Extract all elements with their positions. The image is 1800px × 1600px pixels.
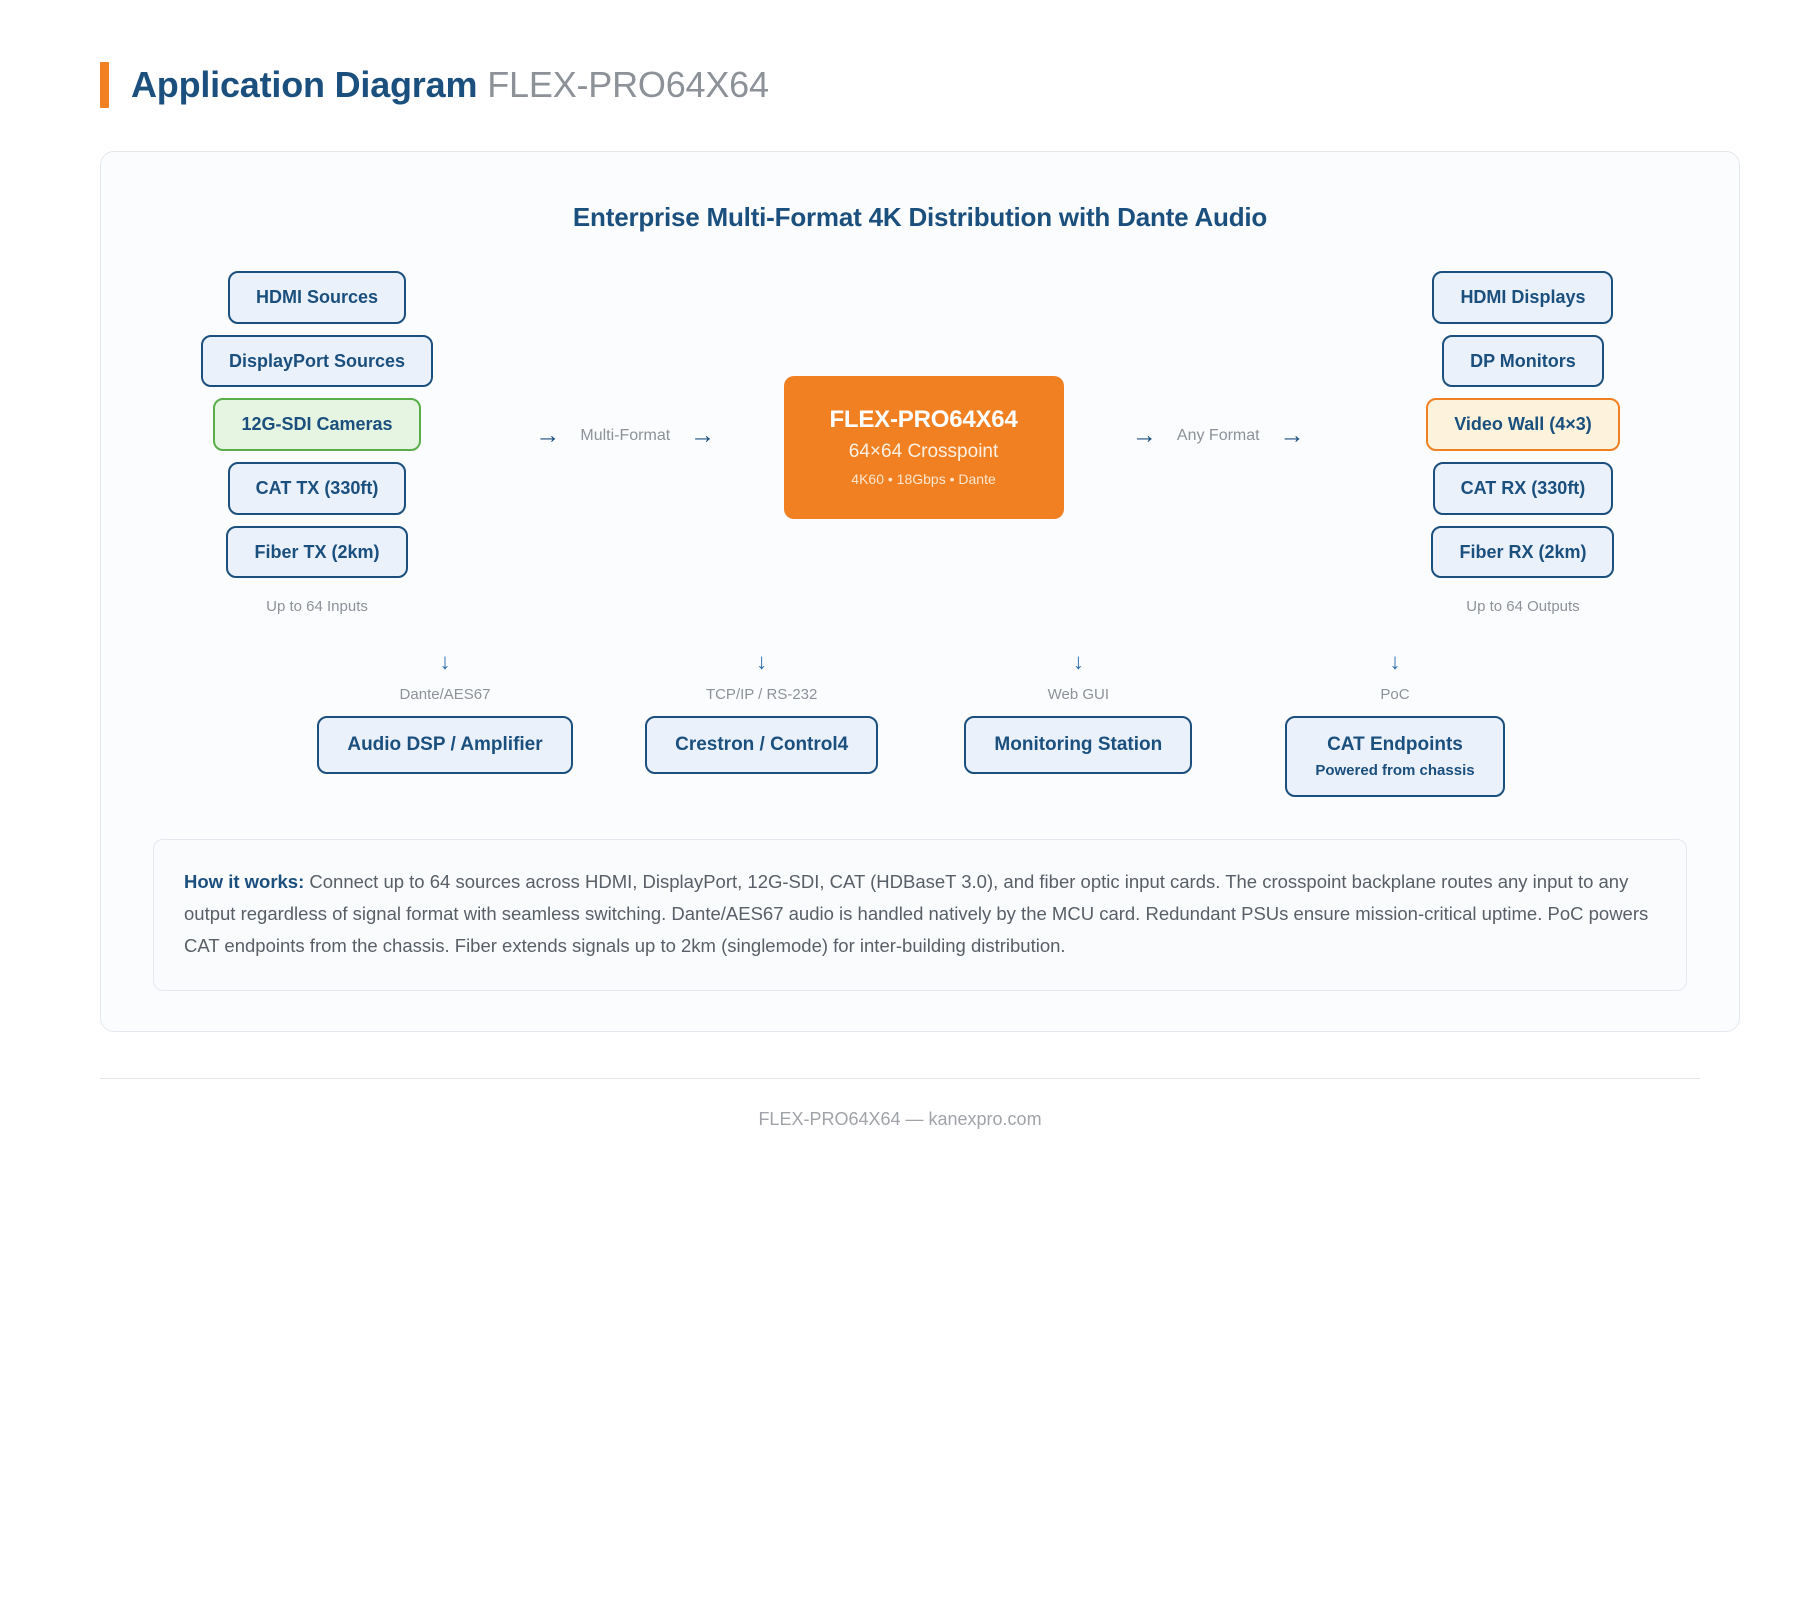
arrow-right-icon: → — [1279, 421, 1305, 449]
peripheral-protocol-label: PoC — [1380, 686, 1410, 704]
peripherals-row: ↓ Dante/AES67 Audio DSP / Amplifier ↓ TC… — [145, 649, 1695, 798]
destination-node-video-wall[interactable]: Video Wall (4×3) — [1426, 398, 1620, 452]
destination-node-cat-rx[interactable]: CAT RX (330ft) — [1432, 462, 1614, 515]
footer-text: FLEX-PRO64X64 — kanexpro.com — [758, 1108, 1042, 1129]
source-node-displayport[interactable]: DisplayPort Sources — [200, 334, 434, 388]
destination-node-hdmi-displays[interactable]: HDMI Displays — [1432, 271, 1614, 324]
accent-bar-icon — [100, 62, 109, 108]
left-connector-label: Multi-Format — [580, 426, 671, 444]
peripheral-box[interactable]: Monitoring Station — [964, 716, 1193, 775]
page-title-main: Application Diagram — [131, 64, 478, 105]
sources-caption: Up to 64 Inputs — [266, 598, 368, 616]
destination-node-dp-monitors[interactable]: DP Monitors — [1442, 334, 1604, 388]
source-node-cat-tx[interactable]: CAT TX (330ft) — [227, 462, 407, 515]
source-node-12g-sdi[interactable]: 12G-SDI Cameras — [213, 398, 421, 452]
right-connector-label: Any Format — [1176, 426, 1260, 444]
arrow-right-icon: → — [690, 421, 716, 449]
hub-subtitle: 64×64 Crosspoint — [848, 441, 999, 462]
peripheral-sublabel: Powered from chassis — [1315, 762, 1475, 780]
peripheral-box[interactable]: Audio DSP / Amplifier — [317, 716, 573, 775]
hub-node-crosspoint[interactable]: FLEX-PRO64X64 64×64 Crosspoint 4K60 • 18… — [783, 376, 1064, 519]
footer-divider — [100, 1077, 1700, 1079]
peripheral-label: CAT Endpoints — [1327, 734, 1463, 756]
peripheral-box[interactable]: CAT Endpoints Powered from chassis — [1285, 716, 1505, 798]
how-it-works-body: Connect up to 64 sources across HDMI, Di… — [184, 871, 1649, 957]
sources-column: HDMI Sources DisplayPort Sources 12G-SDI… — [167, 271, 467, 615]
diagram-card: Enterprise Multi-Format 4K Distribution … — [100, 151, 1740, 1032]
arrow-down-icon: ↓ — [1072, 649, 1084, 675]
arrow-right-icon: → — [1131, 421, 1157, 449]
peripheral-protocol-label: Web GUI — [1047, 686, 1110, 704]
peripheral-monitoring-station: ↓ Web GUI Monitoring Station — [928, 651, 1228, 797]
peripheral-audio-dsp: ↓ Dante/AES67 Audio DSP / Amplifier — [295, 651, 595, 797]
how-it-works-panel: How it works: Connect up to 64 sources a… — [153, 839, 1687, 991]
destination-node-fiber-rx[interactable]: Fiber RX (2km) — [1431, 525, 1615, 579]
left-connector: → Multi-Format → — [535, 423, 715, 448]
arrow-down-icon: ↓ — [439, 649, 451, 675]
peripheral-label: Monitoring Station — [994, 734, 1163, 756]
peripheral-cat-endpoints: ↓ PoC CAT Endpoints Powered from chassis — [1245, 649, 1545, 798]
hub-title: FLEX-PRO64X64 — [829, 406, 1018, 433]
how-it-works-heading: How it works: — [184, 871, 305, 893]
source-node-hdmi[interactable]: HDMI Sources — [227, 271, 407, 324]
hub-spec: 4K60 • 18Gbps • Dante — [851, 471, 996, 487]
page-title-model: FLEX-PRO64X64 — [487, 64, 769, 105]
arrow-down-icon: ↓ — [1389, 649, 1401, 675]
peripheral-label: Audio DSP / Amplifier — [347, 734, 543, 756]
diagram-title: Enterprise Multi-Format 4K Distribution … — [572, 202, 1268, 232]
destinations-caption: Up to 64 Outputs — [1466, 598, 1580, 616]
arrow-right-icon: → — [535, 421, 561, 449]
peripheral-label: Crestron / Control4 — [675, 734, 849, 756]
peripheral-protocol-label: TCP/IP / RS-232 — [705, 686, 818, 704]
signal-flow-row: HDMI Sources DisplayPort Sources 12G-SDI… — [145, 271, 1695, 615]
peripheral-protocol-label: Dante/AES67 — [399, 686, 491, 704]
destinations-column: HDMI Displays DP Monitors Video Wall (4×… — [1373, 271, 1673, 615]
right-connector: → Any Format → — [1132, 423, 1305, 448]
arrow-down-icon: ↓ — [756, 649, 768, 675]
peripheral-control-system: ↓ TCP/IP / RS-232 Crestron / Control4 — [612, 651, 912, 797]
peripheral-box[interactable]: Crestron / Control4 — [645, 716, 879, 775]
source-node-fiber-tx[interactable]: Fiber TX (2km) — [226, 525, 408, 579]
how-it-works-text: How it works: Connect up to 64 sources a… — [184, 866, 1656, 961]
